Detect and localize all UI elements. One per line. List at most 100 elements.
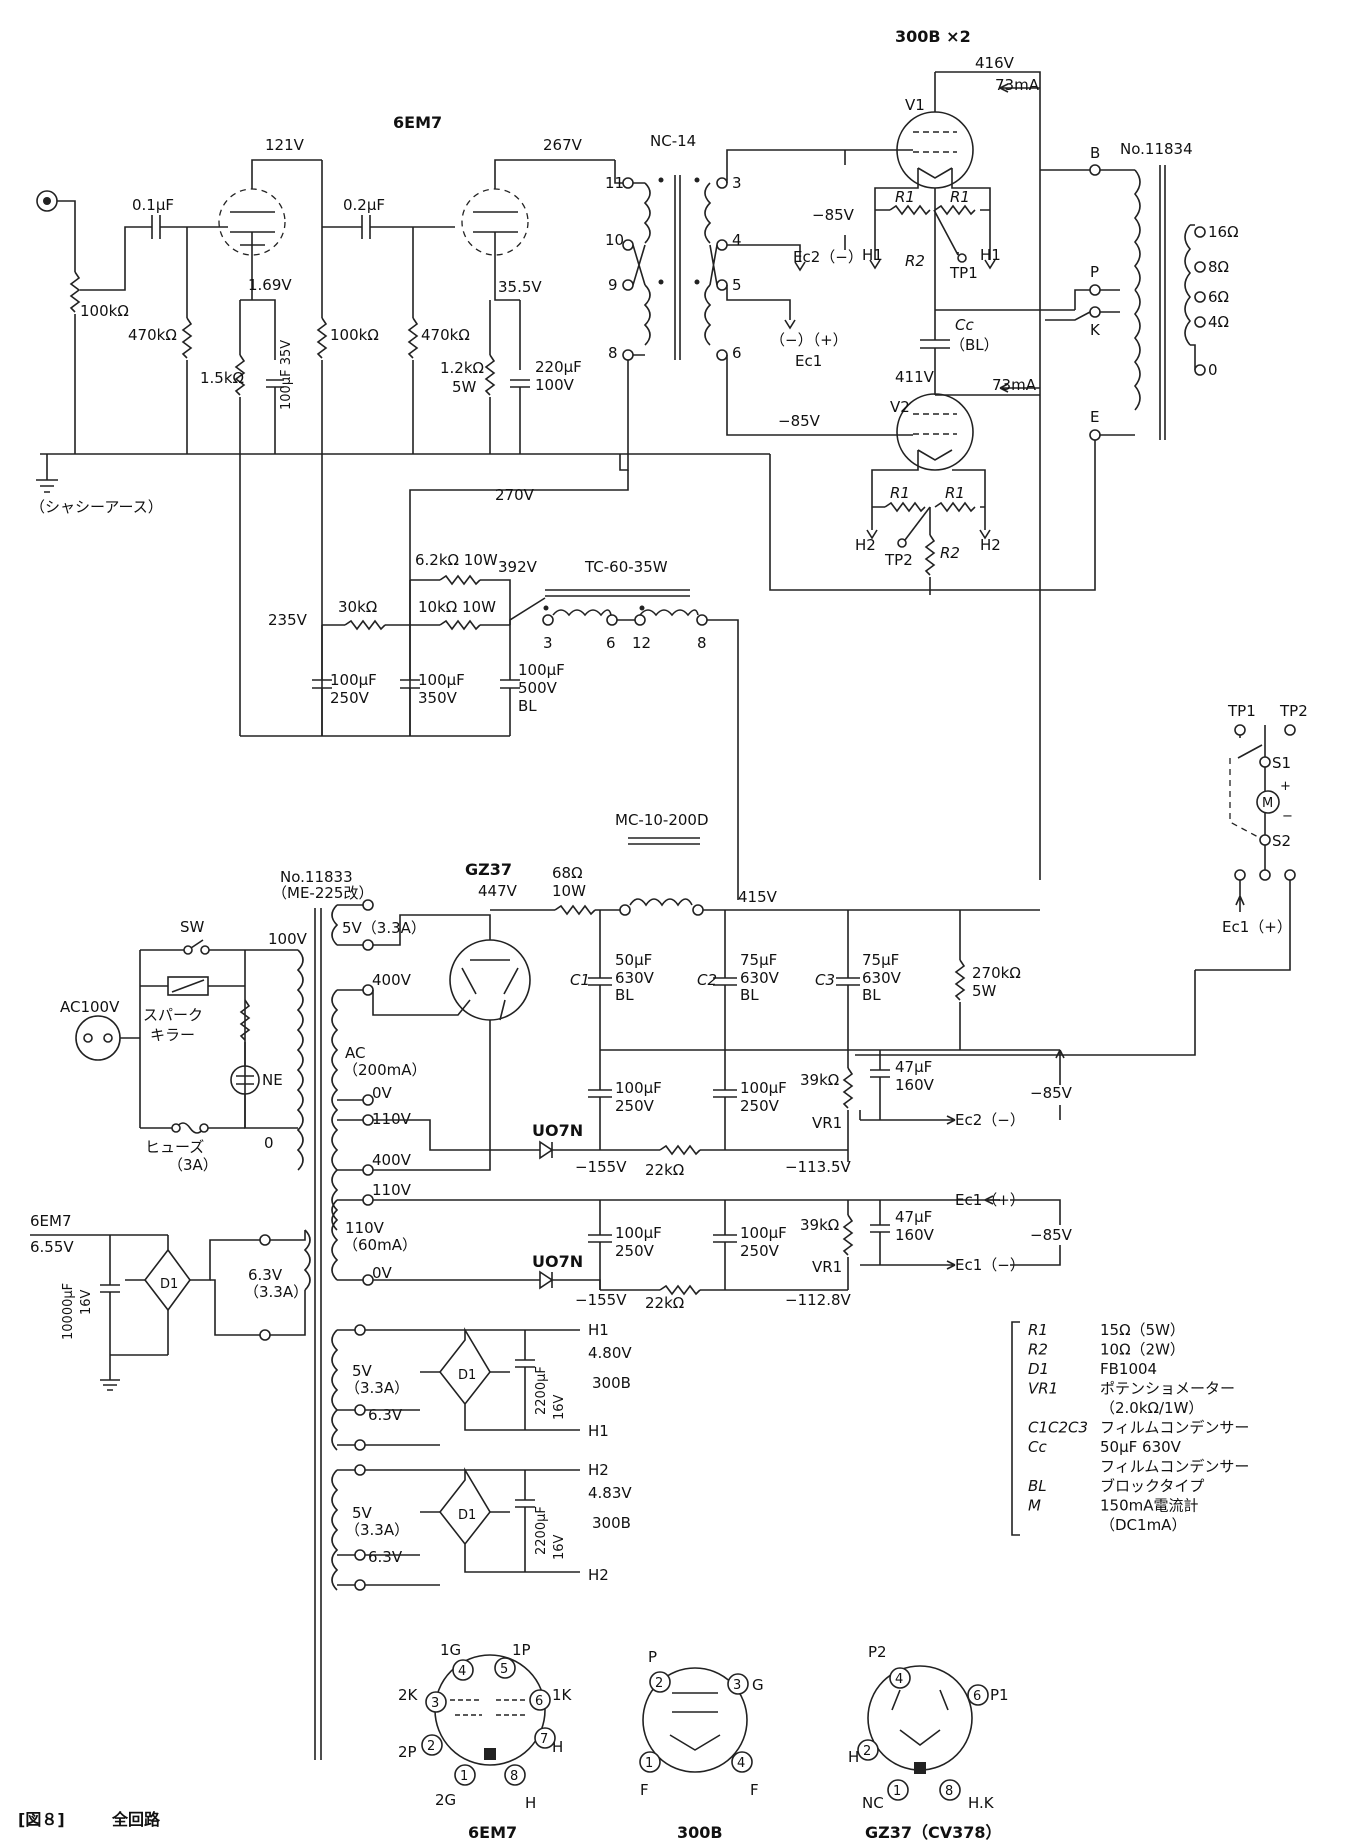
cap-b-value: 100μF	[418, 671, 465, 689]
legend-value: 150mA電流計	[1100, 1497, 1199, 1515]
legend-key: VR1	[1028, 1380, 1058, 1398]
meter-symbol: M	[1262, 796, 1273, 811]
r10k-label: 10kΩ 10W	[418, 598, 496, 616]
6em7-pin4: 4	[458, 1664, 466, 1679]
bias-supply: UO7N 100μF 250V 100μF 250V 39kΩ 47μF 160…	[373, 1049, 1073, 1312]
h2-volt: 4.83V	[588, 1484, 632, 1502]
h1-volt: 4.80V	[588, 1344, 632, 1362]
r2-label-v2: R2	[940, 544, 960, 562]
meter-s2: S2	[1272, 832, 1291, 850]
heater-6em7-cap-v: 16V	[79, 1289, 94, 1315]
nc14-pin10: 10	[605, 231, 624, 249]
legend-key: R1	[1028, 1321, 1048, 1339]
pt-zero: 0	[264, 1134, 274, 1152]
ec1-polarity: （−）（+）	[770, 331, 848, 349]
h2-label-v2a: H2	[855, 536, 876, 554]
bias-vr1: VR1	[812, 1114, 842, 1132]
tp1-label: TP1	[949, 264, 978, 282]
h1-label-v1a: H1	[862, 246, 883, 264]
h6v3-1: 6.3V	[368, 1406, 403, 1424]
nc14-pin3: 3	[732, 174, 742, 192]
cap-a-value: 100μF	[330, 671, 377, 689]
gz37-pin1: 1	[893, 1784, 901, 1799]
6em7-pin6: 6	[535, 1694, 543, 1709]
h6v3-2: 6.3V	[368, 1548, 403, 1566]
rb-value: 270kΩ	[972, 964, 1021, 982]
stage1-cathode-cap: 100μF 35V	[279, 340, 294, 410]
uo7n-1: UO7N	[532, 1121, 583, 1140]
chassis-earth-label: （シャシーアース）	[30, 498, 163, 516]
meter-tp1: TP1	[1227, 702, 1256, 720]
h2-tube: 300B	[592, 1514, 631, 1532]
meter-minus: −	[1282, 809, 1293, 824]
base-gz37-title: GZ37（CV378）	[865, 1823, 1002, 1842]
d1-6em7: D1	[160, 1277, 178, 1292]
r1-label-v1b: R1	[950, 188, 970, 206]
v2-plate-voltage: 411V	[895, 368, 935, 386]
heater-6em7-cap: 10000μF	[61, 1283, 76, 1340]
tc-pin3: 3	[543, 634, 553, 652]
tc60-label: TC-60-35W	[584, 558, 668, 576]
c3-type: BL	[862, 986, 881, 1004]
ac100v-label: AC100V	[60, 998, 120, 1016]
bias-r22-a: 22kΩ	[645, 1161, 684, 1179]
heater-300b-cap1: 2200μF	[534, 1366, 549, 1415]
gz37-nc: NC	[862, 1794, 884, 1812]
opt-pin-p: P	[1090, 263, 1099, 281]
opt-tap-8: 8Ω	[1208, 258, 1229, 276]
rb-watt: 5W	[972, 982, 997, 1000]
caption-figure-number: [図８]	[18, 1810, 65, 1829]
v2-bias-voltage: −85V	[778, 412, 821, 430]
pt-switch: SW	[180, 918, 205, 936]
v235-label: 235V	[268, 611, 308, 629]
300b-g: G	[752, 1676, 764, 1694]
base-300b-title: 300B	[677, 1823, 723, 1842]
c3-value: 75μF	[862, 951, 899, 969]
cap-b-volt: 350V	[418, 689, 458, 707]
fuse-label: ヒューズ	[145, 1138, 204, 1156]
nc14-pin4: 4	[732, 231, 742, 249]
caption-title: 全回路	[111, 1810, 161, 1829]
bias-c47-b-v: 160V	[895, 1226, 935, 1244]
v447-label: 447V	[478, 882, 518, 900]
6em7-1g: 1G	[440, 1641, 461, 1659]
legend-value: 50μF 630V	[1100, 1438, 1182, 1456]
legend-key: M	[1028, 1497, 1041, 1515]
v1-label: V1	[905, 96, 925, 114]
legend-key: R2	[1028, 1341, 1048, 1359]
stage2-rk: 1.2kΩ	[440, 359, 484, 377]
stage2-plate-voltage: 267V	[543, 136, 583, 154]
gz37-pin6: 6	[973, 1689, 981, 1704]
bias-cap3-v: 250V	[615, 1242, 655, 1260]
h1-label-v1b: H1	[980, 246, 1001, 264]
6em7-2p: 2P	[398, 1743, 417, 1761]
legend-key: D1	[1028, 1360, 1049, 1378]
bias-113v: −113.5V	[785, 1158, 852, 1176]
opt-pin-e: E	[1090, 408, 1099, 426]
c1-type: BL	[615, 986, 634, 1004]
v270-label: 270V	[495, 486, 535, 504]
r1-label-v2b: R1	[945, 484, 965, 502]
bias-r39-b: 39kΩ	[800, 1216, 839, 1234]
bias-155v-a: −155V	[575, 1158, 627, 1176]
heater-300b: D1 H1 4.80V 300B H1 2200μF 16V D1 H2 4.8…	[365, 1321, 632, 1586]
c2-type: BL	[740, 986, 759, 1004]
pt-110v-b: 110V	[372, 1181, 412, 1199]
cap-a-volt: 250V	[330, 689, 370, 707]
v1-bias-voltage: −85V	[812, 206, 855, 224]
6em7-pin8: 8	[510, 1769, 518, 1784]
pt-100v: 100V	[268, 930, 308, 948]
6em7-pin7: 7	[540, 1732, 548, 1747]
6em7-pin3: 3	[431, 1696, 439, 1711]
h5v-2: 5V	[352, 1504, 373, 1522]
input-stage	[36, 159, 770, 736]
tp2-label: TP2	[884, 551, 913, 569]
heater-300b-cap2-v: 16V	[552, 1534, 567, 1560]
d1-300b-1: D1	[458, 1368, 476, 1383]
r30k-label: 30kΩ	[338, 598, 377, 616]
v1-current: 73mA	[995, 76, 1040, 94]
h1-rail-b: H1	[588, 1422, 609, 1440]
v2-label: V2	[890, 398, 910, 416]
